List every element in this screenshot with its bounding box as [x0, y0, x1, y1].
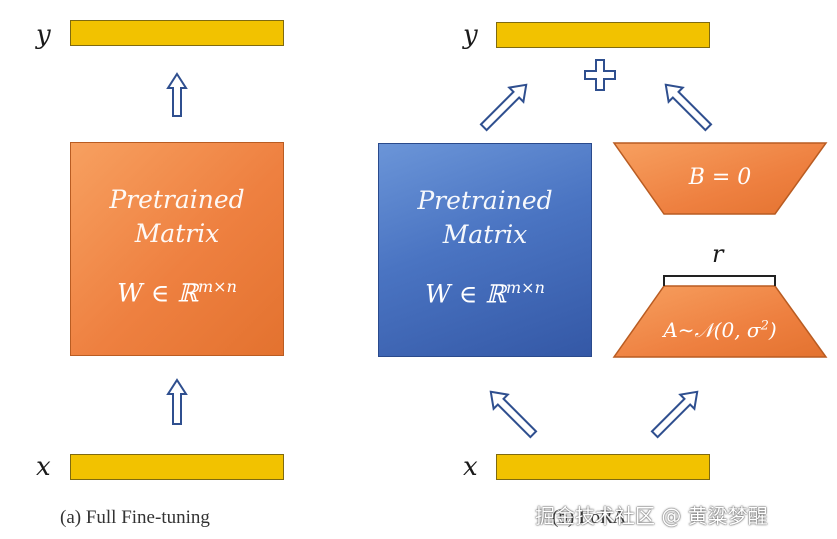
right-matrix-title-2: Matrix [442, 220, 528, 249]
right-pretrained-matrix: Pretrained Matrix W ∈ ℝm×n [378, 143, 592, 357]
watermark: 掘金技术社区 @ 黄粱梦醒 [535, 504, 768, 528]
left-upper-arrow [166, 72, 188, 117]
b-matrix-label: B = 0 [688, 165, 752, 190]
left-matrix-title-1: Pretrained [109, 185, 245, 214]
left-matrix-equation: W ∈ ℝm×n [117, 277, 237, 308]
right-input-bar [496, 454, 710, 480]
left-input-label: x [36, 452, 51, 482]
right-matrix-title-1: Pretrained [417, 186, 553, 215]
right-caption: (b) LoRA [552, 507, 627, 528]
right-matrix-equation: W ∈ ℝm×n [425, 278, 545, 309]
plus-symbol [583, 58, 617, 92]
left-pretrained-matrix: Pretrained Matrix W ∈ ℝm×n [70, 142, 284, 356]
right-output-label: y [463, 20, 478, 50]
right-output-bar [496, 22, 710, 48]
b-to-plus-arrow [664, 83, 713, 132]
blue-to-plus-arrow [479, 83, 528, 132]
rank-brace [663, 275, 776, 286]
left-matrix-title-2: Matrix [134, 219, 220, 248]
left-lower-arrow [166, 378, 188, 425]
left-output-label: y [36, 20, 51, 50]
left-caption: (a) Full Fine-tuning [60, 507, 210, 528]
x-to-blue-arrow [489, 390, 538, 439]
left-input-bar [70, 454, 284, 480]
right-input-label: x [463, 452, 478, 482]
left-output-bar [70, 20, 284, 46]
a-matrix-label: A∼𝒩(0, σ2) [663, 318, 777, 342]
rank-label: r [712, 240, 724, 268]
x-to-a-arrow [650, 390, 699, 439]
